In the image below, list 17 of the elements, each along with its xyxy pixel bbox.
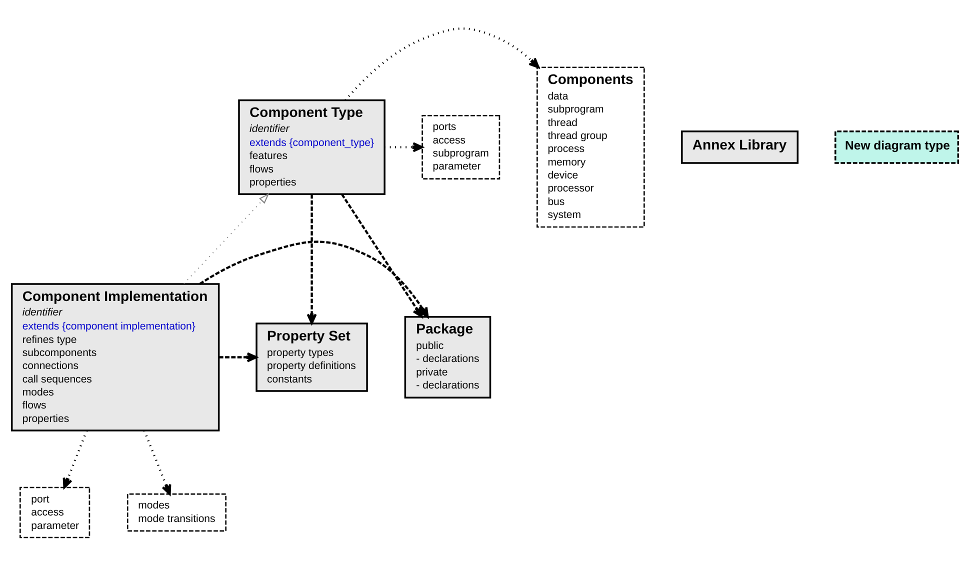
node-box: Components data subprogram thread thread group process memory device processor bus system — [536, 66, 645, 228]
node-box: ports access subprogram parameter — [422, 114, 500, 180]
node-box: Component Type identifier extends {component_type} features flows properties — [238, 99, 386, 196]
arrow — [184, 193, 270, 284]
node-box: Annex Library — [681, 130, 799, 164]
arrow — [62, 430, 88, 489]
node-box: Component Implementation identifier extends {component implementation} refines type subcomponents connections call sequences modes flows properties — [10, 283, 220, 432]
node-box: Package public - declarations private - declarations — [404, 316, 492, 398]
node-box: Property Set property types property definitions constants — [256, 322, 368, 392]
arrow — [218, 352, 258, 362]
arrow — [344, 28, 540, 101]
node-box: port access parameter — [20, 486, 90, 538]
legend-label: New diagram type — [845, 138, 950, 153]
arrow — [143, 430, 172, 496]
arrow — [384, 142, 424, 152]
arrow — [306, 194, 317, 324]
node-box: modes mode transitions — [126, 493, 226, 532]
